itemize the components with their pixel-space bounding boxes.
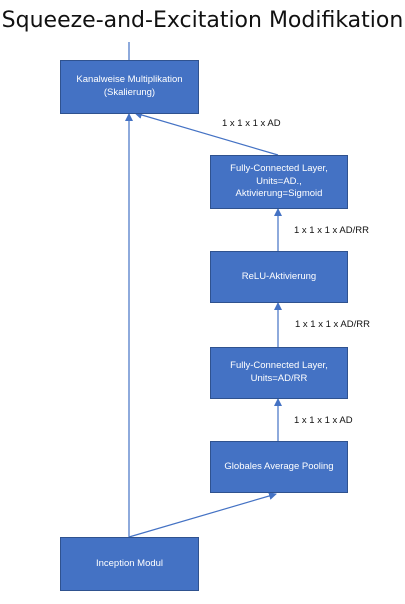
edge-label-relu-to-fc2: 1 x 1 x 1 x AD/RR xyxy=(294,225,369,236)
scale-node-line1: Kanalweise Multiplikation xyxy=(76,74,183,86)
input-node-line1: Inception Modul xyxy=(95,557,164,569)
relu-node: ReLU-Aktivierung xyxy=(210,251,348,303)
relu-node-line1: ReLU-Aktivierung xyxy=(241,270,317,282)
input-node: Inception Modul xyxy=(60,537,199,591)
pool-node-line1: Globales Average Pooling xyxy=(224,460,334,472)
scale-node-line2: (Skalierung) xyxy=(103,87,156,98)
diagram-title: Squeeze-and-Excitation Modifikation xyxy=(1,8,404,33)
fc2-node-line3: Aktivierung=Sigmoid xyxy=(235,188,323,200)
fc2-node-line2: Units=AD., xyxy=(256,175,302,187)
fc2-node-line1: Fully-Connected Layer, xyxy=(230,162,328,174)
edge-label-fc2-to-scale: 1 x 1 x 1 x AD xyxy=(222,118,281,129)
fc2-node: Fully-Connected Layer, Units=AD., Aktivi… xyxy=(210,155,348,209)
fc1-node-line2: Units=AD/RR xyxy=(250,373,308,384)
fc1-node: Fully-Connected Layer, Units=AD/RR xyxy=(210,347,348,399)
arrow-fc2-to-scale xyxy=(134,111,279,156)
edge-label-fc1-to-relu: 1 x 1 x 1 x AD/RR xyxy=(295,319,370,330)
pool-node: Globales Average Pooling xyxy=(210,441,348,493)
arrow-input-to-pool xyxy=(128,492,277,538)
edge-label-pool-to-fc1: 1 x 1 x 1 x AD xyxy=(294,415,353,426)
scale-node: Kanalweise Multiplikation (Skalierung) xyxy=(60,60,199,114)
fc1-node-line1: Fully-Connected Layer, xyxy=(230,360,328,372)
